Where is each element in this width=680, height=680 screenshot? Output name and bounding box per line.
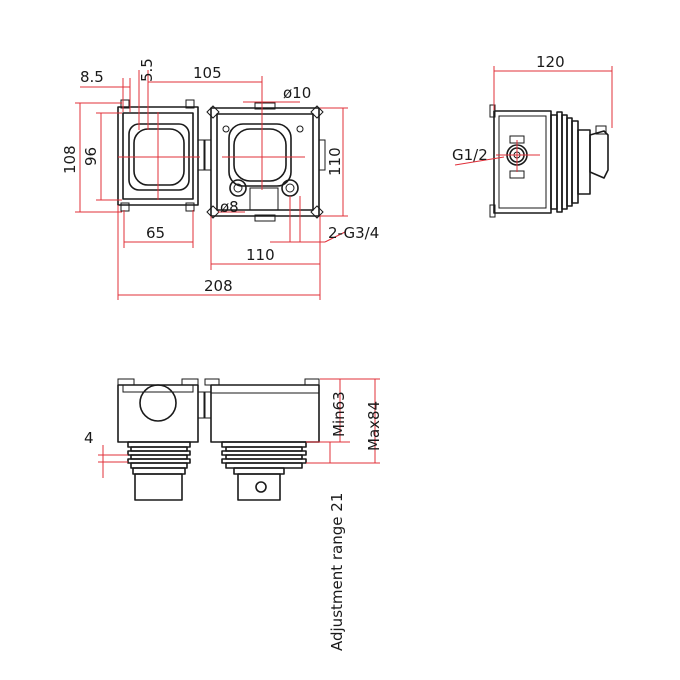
dim-g1-2: G1/2 (452, 146, 488, 164)
side-view: 120 G1/2 (452, 53, 613, 218)
dim-phi10: ø10 (283, 84, 311, 102)
left-valve-box (117, 99, 205, 212)
dim-110-horizontal: 110 (246, 246, 275, 264)
dim-105: 105 (193, 64, 222, 82)
dim-min63: Min63 (330, 391, 348, 437)
dim-96: 96 (82, 147, 100, 166)
dim-108: 108 (61, 145, 79, 174)
right-valve-box (204, 102, 326, 222)
dim-max84: Max84 (365, 401, 383, 451)
dim-65: 65 (146, 224, 165, 242)
front-dimension-lines (75, 70, 348, 300)
bottom-view: 4 Min63 Max84 Adjustment range 21 (84, 378, 383, 651)
dim-120: 120 (536, 53, 565, 71)
dim-8-5: 8.5 (80, 68, 104, 86)
dim-4: 4 (84, 429, 94, 447)
dim-110-vertical: 110 (326, 147, 344, 176)
dim-phi8: ø8 (220, 198, 239, 216)
dim-208: 208 (204, 277, 233, 295)
dim-adjustment-range: Adjustment range 21 (328, 493, 346, 651)
dim-5-5: 5.5 (138, 58, 156, 82)
dim-2-g3-4: 2-G3/4 (328, 224, 379, 242)
front-view: 8.5 5.5 105 ø10 108 96 110 ø8 65 2-G3/4 … (61, 58, 379, 300)
